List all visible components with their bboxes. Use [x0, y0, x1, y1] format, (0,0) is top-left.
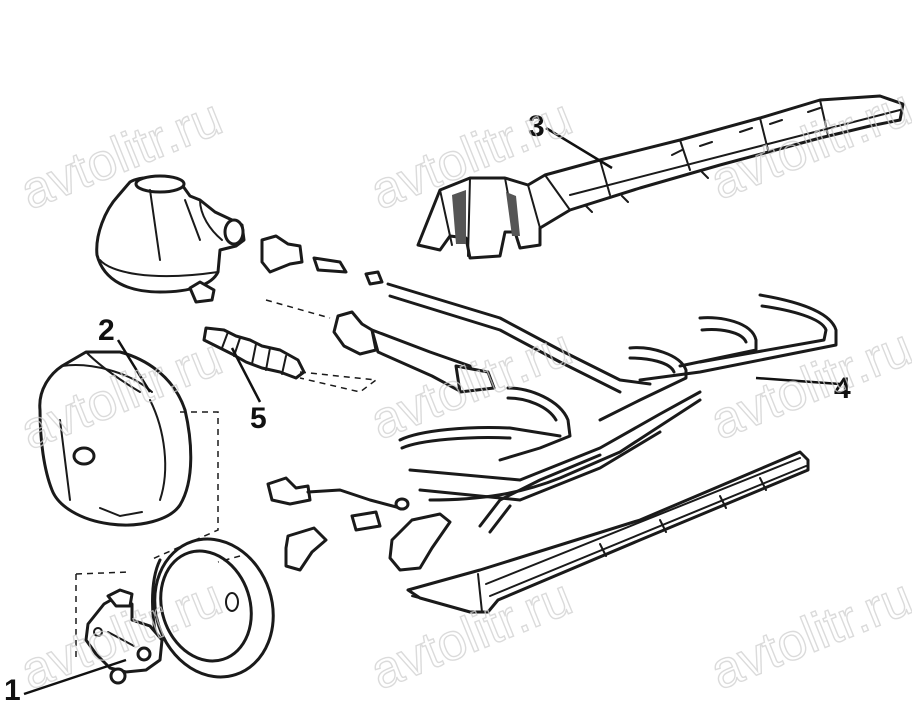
- watermark: avtolitr.ru: [703, 318, 912, 451]
- callout-5: 5: [250, 402, 267, 435]
- callout-1: 1: [4, 674, 21, 707]
- leader-4: [755, 376, 841, 386]
- distributor-housing: [38, 350, 219, 561]
- watermark: avtolitr.ru: [703, 78, 912, 211]
- leader-2: [116, 339, 152, 393]
- callout-leaders: [23, 126, 841, 696]
- terminal-connectors: [260, 234, 384, 356]
- callout-2: 2: [98, 314, 115, 347]
- plug-lead-connector: [266, 476, 452, 572]
- callout-3: 3: [528, 110, 545, 143]
- wire-clip-strip: [406, 450, 810, 614]
- leader-1: [23, 658, 127, 696]
- callout-4: 4: [834, 372, 851, 405]
- watermark-layer: avtolitr.ru avtolitr.ru avtolitr.ru avto…: [12, 78, 912, 702]
- leader-3: [545, 126, 613, 170]
- leader-5: [230, 347, 262, 403]
- plug-wire-cover: [416, 94, 905, 260]
- plug-wire-harness: [370, 282, 838, 534]
- distributor-cap: [95, 174, 246, 304]
- spark-plug: [202, 299, 378, 393]
- watermark: avtolitr.ru: [703, 568, 912, 701]
- pickup-sensor: [75, 555, 241, 685]
- rotor-assembly: [151, 537, 275, 679]
